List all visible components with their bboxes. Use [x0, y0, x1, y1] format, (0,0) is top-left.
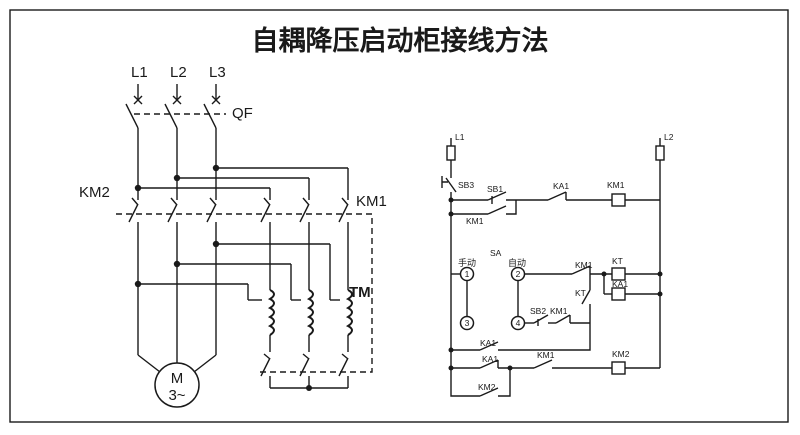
autotransformer-windings: [260, 230, 353, 391]
phase-label-l1: L1: [131, 64, 148, 81]
km1-contacts: [260, 197, 349, 230]
km1-label: KM1: [356, 193, 387, 210]
auto-label: 自动: [508, 257, 526, 269]
sb2-hold-label: KM1: [550, 306, 568, 316]
supply-left-label: L1: [455, 132, 465, 142]
manual-label: 手动: [458, 257, 476, 269]
control-circuit: L1 L2 SB3 SB1 KA1 KM1 KM1 SA 手动 自: [441, 132, 674, 397]
row1-coil-label: KM1: [607, 180, 625, 190]
row5-coil-label: KM2: [612, 349, 630, 359]
tm-label: TM: [349, 284, 371, 301]
motor-symbol: M: [171, 370, 184, 387]
selector-pos4: 4: [516, 318, 521, 328]
motor: M 3~: [137, 354, 217, 408]
row5-km1-label: KM1: [537, 350, 555, 360]
km2-label: KM2: [79, 184, 110, 201]
km2-contacts: [128, 168, 217, 284]
row2-contact-label: KM1: [575, 260, 593, 270]
row1-ka1-label: KA1: [553, 181, 569, 191]
motor-phase: 3~: [168, 387, 185, 404]
phase-label-l3: L3: [209, 64, 226, 81]
selector-pos1: 1: [465, 269, 470, 279]
selector-pos3: 3: [465, 318, 470, 328]
start-button-label: SB1: [487, 184, 503, 194]
timer-contact-label: KT: [575, 288, 586, 298]
row5-ka1-label: KA1: [482, 354, 498, 364]
phase-label-l2: L2: [170, 64, 187, 81]
selector-label: SA: [490, 248, 502, 258]
start-hold-label: KM1: [466, 216, 484, 226]
row3-coil-label: KA1: [612, 279, 628, 289]
km2-hold-label: KM2: [478, 382, 496, 392]
start-button2-label: SB2: [530, 306, 546, 316]
outer-border: [9, 9, 789, 423]
row2-coil-label: KT: [612, 256, 623, 266]
diagram-title: 自耦降压启动柜接线方法: [252, 25, 549, 57]
selector-pos2: 2: [516, 269, 521, 279]
main-circuit: L1 L2 L3 QF KM2 KM1 TM: [79, 64, 387, 408]
breaker-qf: [125, 84, 226, 188]
stop-button-label: SB3: [458, 180, 474, 190]
supply-right-label: L2: [664, 132, 674, 142]
ka1-hold-label: KA1: [480, 338, 496, 348]
breaker-label: QF: [232, 105, 253, 122]
